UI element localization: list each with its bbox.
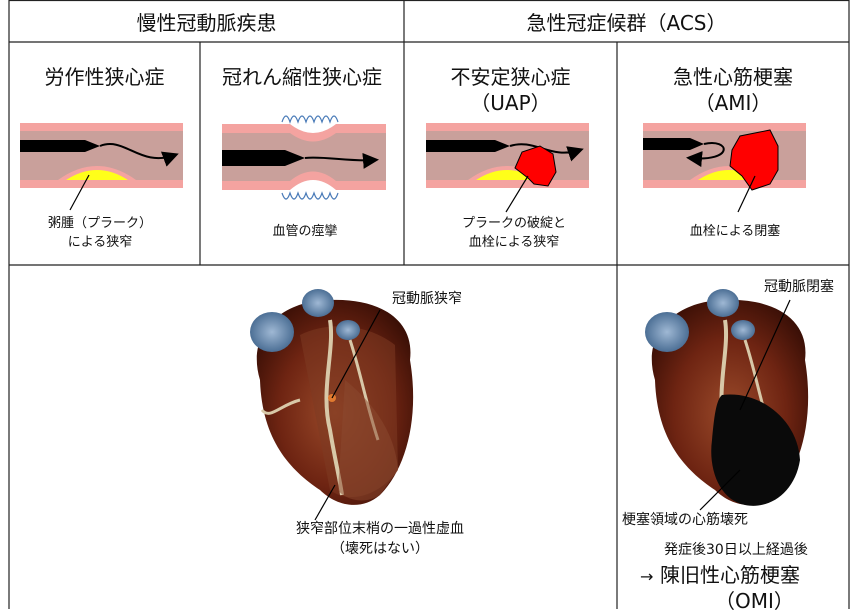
label-transient-ischemia: 狭窄部位末梢の一過性虚血 — [230, 520, 530, 538]
label-no-necrosis: （壊死はない） — [230, 540, 530, 558]
aorta-left — [250, 312, 294, 352]
label-old-mi: 陳旧性心筋梗塞 — [660, 563, 800, 587]
label-after-30-days: 発症後30日以上経過後 — [664, 541, 808, 559]
heart-stenosis-illustration — [250, 289, 413, 505]
label-coronary-occlusion: 冠動脈閉塞 — [764, 278, 834, 296]
heart-infarction-illustration — [645, 289, 808, 506]
label-infarct-necrosis: 梗塞領域の心筋壊死 — [622, 511, 748, 529]
label-coronary-stenosis: 冠動脈狭窄 — [392, 290, 462, 308]
arrow-icon: → — [640, 565, 653, 589]
label-omi-abbr: （OMI） — [715, 589, 794, 613]
